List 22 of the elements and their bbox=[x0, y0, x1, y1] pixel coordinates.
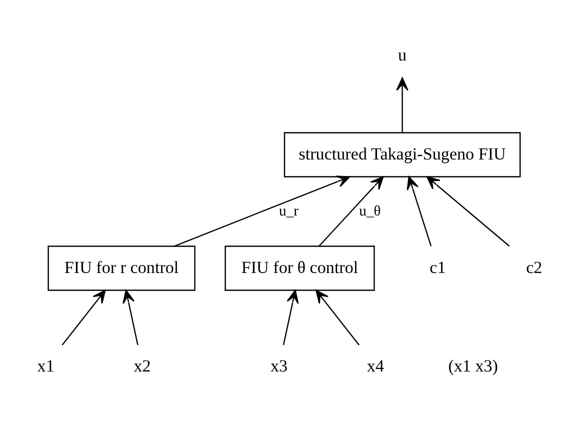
node-box: FIU for θ control bbox=[224, 246, 375, 291]
arrow bbox=[122, 290, 138, 346]
label: (x1 x3) bbox=[448, 356, 498, 376]
arrow bbox=[174, 176, 350, 247]
arrow bbox=[282, 290, 299, 346]
arrow bbox=[62, 290, 106, 346]
edge-label: u_r bbox=[279, 203, 299, 220]
node-text: c1 bbox=[430, 258, 446, 277]
node-box: FIU for r control bbox=[48, 246, 196, 291]
node-text: x1 bbox=[37, 356, 54, 376]
arrow bbox=[318, 176, 384, 247]
arrow bbox=[406, 176, 432, 246]
node-text: u bbox=[398, 45, 407, 64]
node-text: x3 bbox=[270, 356, 288, 376]
edge-label: u_θ bbox=[359, 203, 381, 220]
node-text: c2 bbox=[526, 258, 542, 277]
arrow bbox=[426, 176, 510, 247]
node-box: structured Takagi-Sugeno FIU bbox=[284, 132, 521, 178]
arrow bbox=[316, 290, 360, 346]
arrow bbox=[396, 77, 408, 133]
node-text: x2 bbox=[134, 356, 151, 376]
node-text: x4 bbox=[366, 356, 384, 376]
